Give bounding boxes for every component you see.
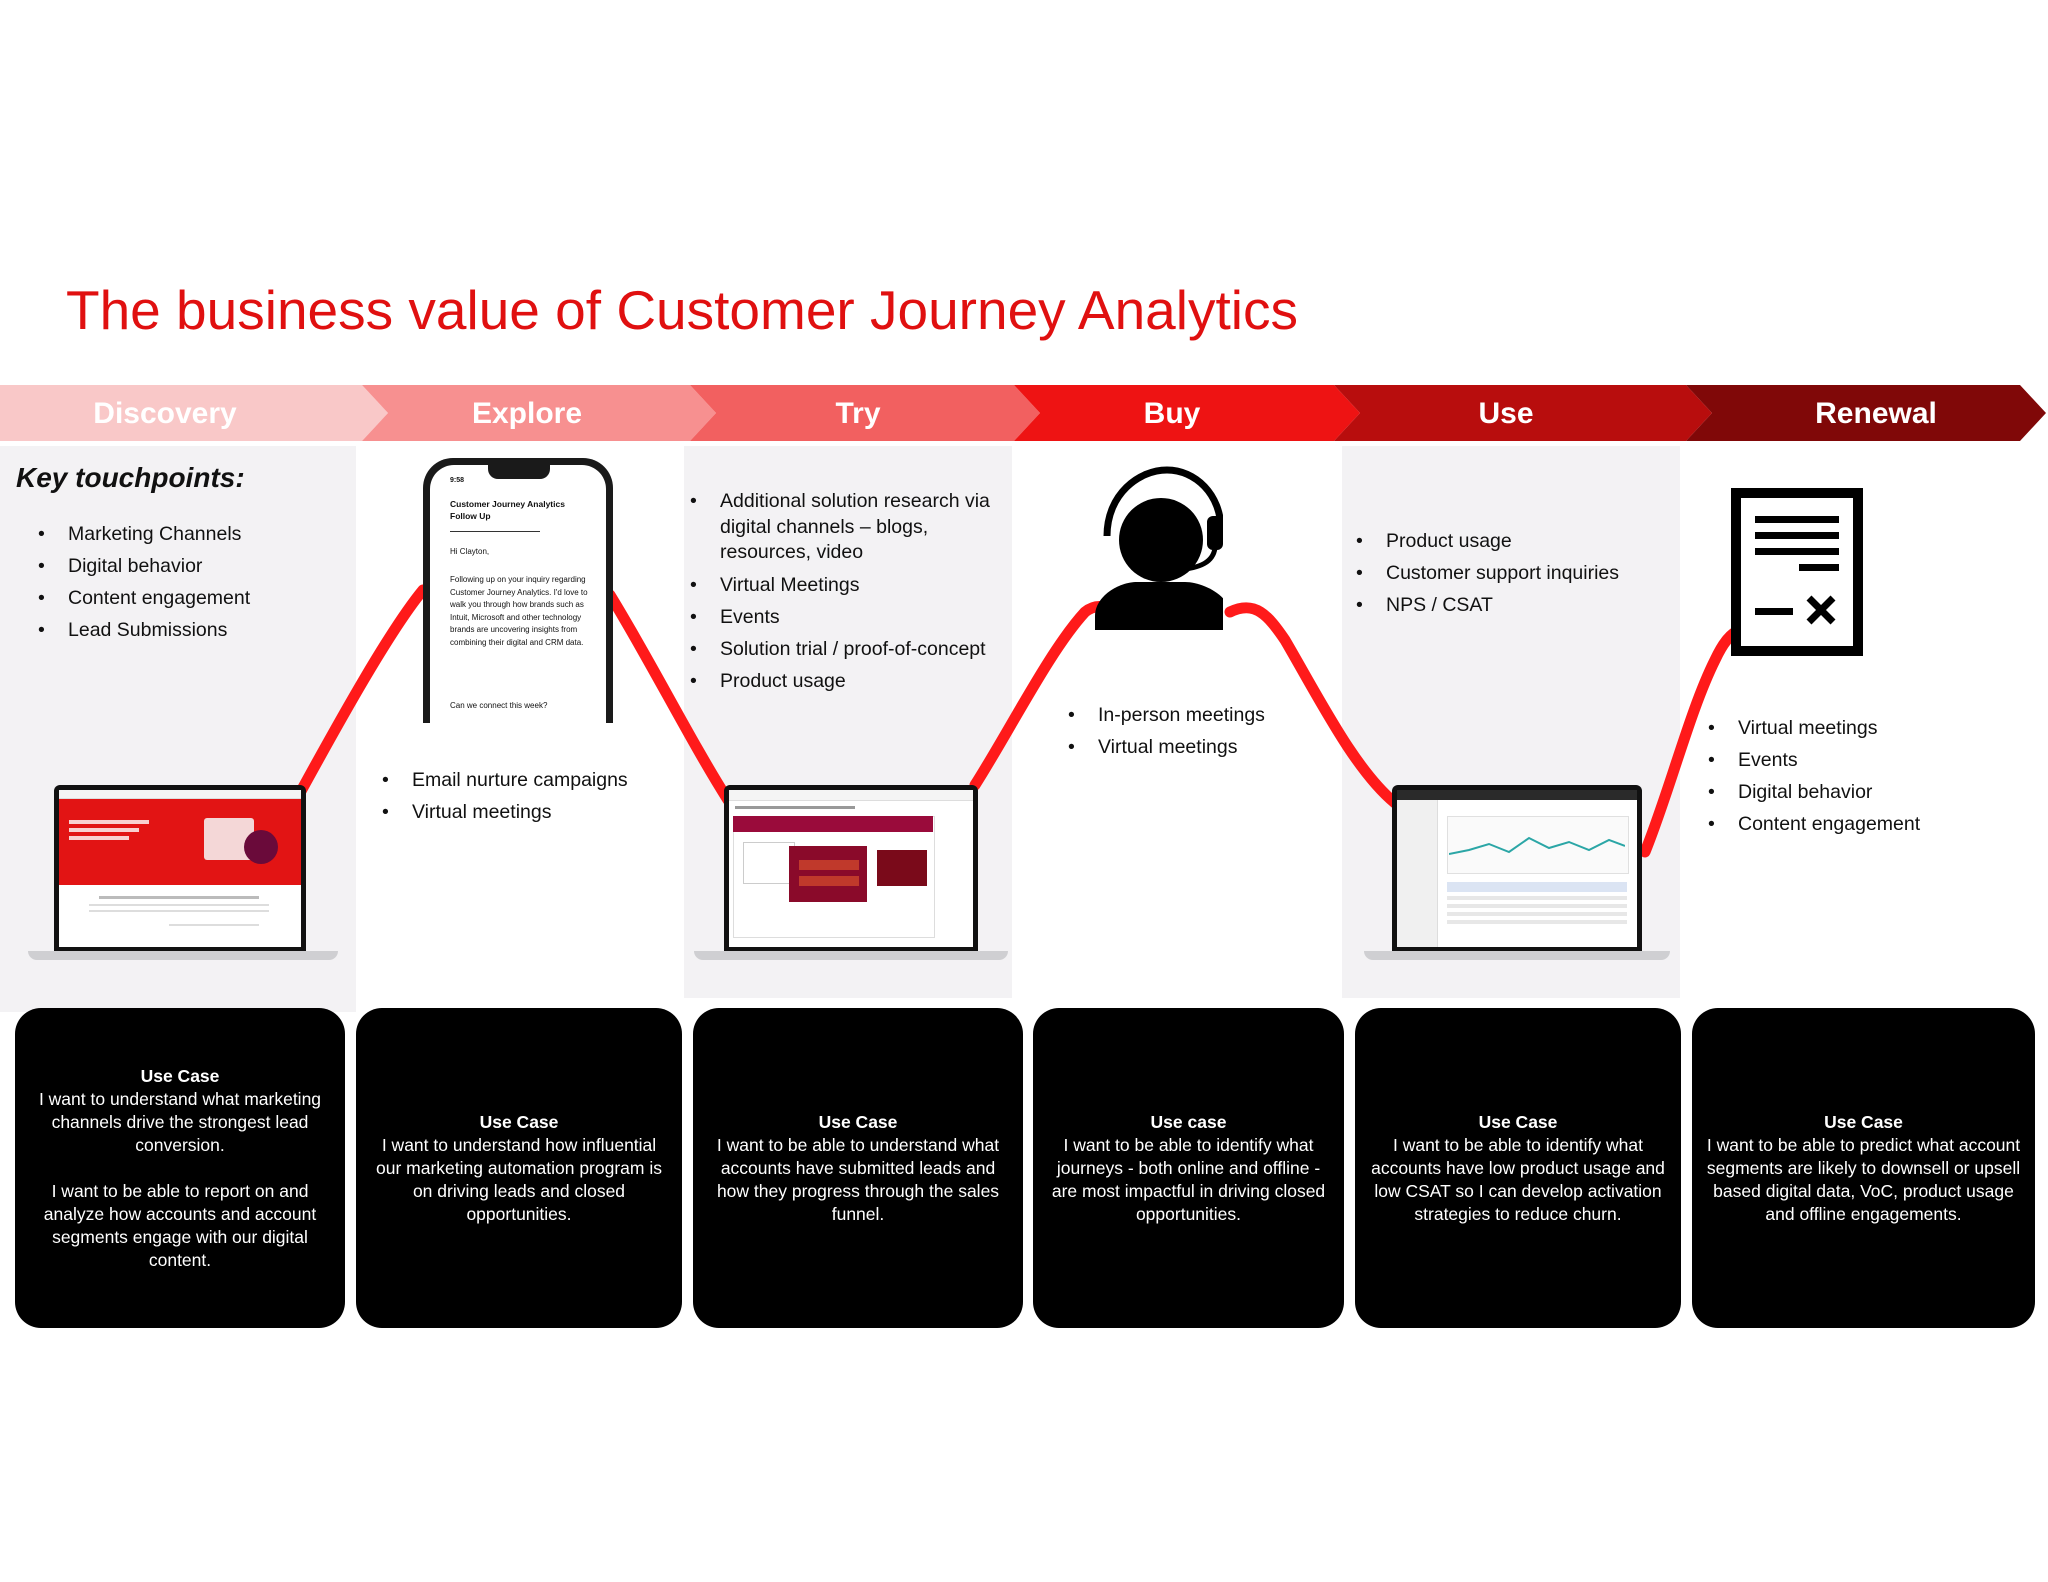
use-case-text: I want to understand what marketing chan… xyxy=(38,1088,322,1155)
list-item: NPS / CSAT xyxy=(1356,593,1676,617)
use-case-text: I want to be able to identify what accou… xyxy=(1371,1134,1665,1224)
laptop-base xyxy=(28,951,338,960)
stage-label-discovery: Discovery xyxy=(93,397,237,430)
email-greeting: Hi Clayton, xyxy=(450,547,490,556)
stage-label-renewal: Renewal xyxy=(1815,397,1937,430)
use-laptop xyxy=(1364,785,1670,965)
list-item: Virtual meetings xyxy=(382,800,682,824)
use-case-title: Use Case xyxy=(140,1065,220,1086)
list-item: Marketing Channels xyxy=(38,522,338,546)
email-subject: Customer Journey Analytics Follow Up xyxy=(450,499,565,521)
list-item: Events xyxy=(690,605,1010,629)
use-case-card-discovery: Use Case I want to understand what marke… xyxy=(15,1008,345,1328)
use-case-text: I want to be able to understand what acc… xyxy=(716,1134,1000,1224)
analytics-dashboard-screenshot xyxy=(1397,790,1637,947)
use-case-card-explore: Use Case I want to understand how influe… xyxy=(356,1008,682,1328)
use-case-card-try: Use Case I want to be able to understand… xyxy=(693,1008,1023,1328)
renewal-touchpoints: Virtual meetings Events Digital behavior… xyxy=(1708,716,2028,844)
laptop-base xyxy=(694,951,1008,960)
email-phone-mockup: 9:58 Customer Journey Analytics Follow U… xyxy=(423,458,613,723)
list-item: In-person meetings xyxy=(1068,703,1328,727)
cancel-document-icon xyxy=(1731,488,1863,656)
use-touchpoints: Product usage Customer support inquiries… xyxy=(1356,529,1676,625)
list-item: Product usage xyxy=(690,669,1010,693)
use-case-title: Use Case xyxy=(1824,1111,1903,1132)
list-item: Content engagement xyxy=(1708,812,2028,836)
chevron-use xyxy=(1334,385,1712,441)
explore-touchpoints: Email nurture campaigns Virtual meetings xyxy=(382,768,682,832)
use-case-title: Use case xyxy=(1150,1111,1227,1132)
use-case-title: Use Case xyxy=(818,1111,898,1132)
list-item: Customer support inquiries xyxy=(1356,561,1676,585)
email-body: Following up on your inquiry regarding C… xyxy=(450,575,588,647)
list-item: Digital behavior xyxy=(38,554,338,578)
architecture-slide-screenshot xyxy=(729,790,973,947)
stage-label-use: Use xyxy=(1478,397,1534,430)
chevron-buy xyxy=(1014,385,1360,441)
page-title: The business value of Customer Journey A… xyxy=(66,279,1298,341)
list-item: Virtual meetings xyxy=(1068,735,1328,759)
stage-label-buy: Buy xyxy=(1143,397,1201,430)
laptop-screen xyxy=(1392,785,1642,951)
chevron-discovery xyxy=(0,385,388,441)
list-item: Digital behavior xyxy=(1708,780,2028,804)
stage-label-explore: Explore xyxy=(471,397,583,430)
list-item: Events xyxy=(1708,748,2028,772)
use-case-card-use: Use Case I want to be able to identify w… xyxy=(1355,1008,1681,1328)
chevron-renewal xyxy=(1686,385,2046,441)
list-item: Content engagement xyxy=(38,586,338,610)
headset-agent-icon xyxy=(1095,466,1223,630)
discovery-laptop xyxy=(28,785,338,965)
website-screenshot xyxy=(59,790,301,947)
list-item: Additional solution research via digital… xyxy=(690,489,1010,566)
list-item: Solution trial / proof-of-concept xyxy=(690,637,1010,661)
laptop-screen xyxy=(724,785,978,951)
list-item: Virtual Meetings xyxy=(690,573,1010,597)
chevron-try xyxy=(690,385,1040,441)
list-item: Lead Submissions xyxy=(38,618,338,642)
try-touchpoints: Additional solution research via digital… xyxy=(690,489,1010,701)
use-case-title: Use Case xyxy=(479,1111,559,1132)
use-case-text: I want to be able to identify what journ… xyxy=(1051,1134,1326,1224)
laptop-base xyxy=(1364,951,1670,960)
key-touchpoints-title: Key touchpoints: xyxy=(16,462,245,493)
list-item: Virtual meetings xyxy=(1708,716,2028,740)
buy-touchpoints: In-person meetings Virtual meetings xyxy=(1068,703,1328,767)
try-laptop xyxy=(694,785,1008,965)
use-case-text: I want to be able to predict what accoun… xyxy=(1706,1134,2021,1224)
chevron-explore xyxy=(362,385,716,441)
use-case-card-renewal: Use Case I want to be able to predict wh… xyxy=(1692,1008,2035,1328)
discovery-touchpoints: Marketing Channels Digital behavior Cont… xyxy=(38,522,338,650)
use-case-text: I want to understand how influential our… xyxy=(376,1134,662,1224)
list-item: Product usage xyxy=(1356,529,1676,553)
list-item: Email nurture campaigns xyxy=(382,768,682,792)
phone-time: 9:58 xyxy=(450,477,465,484)
email-closing: Can we connect this week? xyxy=(450,701,548,710)
use-case-title: Use Case xyxy=(1478,1111,1558,1132)
laptop-screen xyxy=(54,785,306,951)
journey-stage-band xyxy=(0,385,2048,441)
use-case-text-secondary: I want to be able to report on and analy… xyxy=(43,1180,317,1270)
stage-label-try: Try xyxy=(835,397,881,430)
use-case-card-buy: Use case I want to be able to identify w… xyxy=(1033,1008,1344,1328)
